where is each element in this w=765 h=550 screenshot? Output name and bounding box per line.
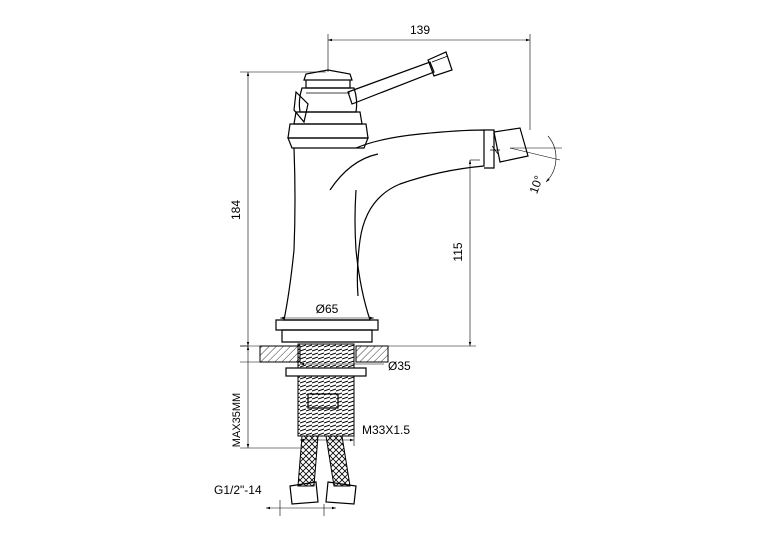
spout-height-label: 115 <box>451 242 465 261</box>
hole-diameter-label: Ø35 <box>388 359 411 373</box>
dimension-lines <box>240 34 562 516</box>
angle-label: 10° <box>527 174 546 196</box>
spout <box>329 127 529 297</box>
height-label: 184 <box>229 200 243 220</box>
supply-hoses <box>289 435 357 505</box>
width-label: 139 <box>410 23 430 37</box>
handle-lever <box>293 51 453 124</box>
base-diameter-label: Ø65 <box>316 302 339 316</box>
max-thickness-label: MAX35MM <box>231 393 243 447</box>
thread-label: M33X1.5 <box>362 423 410 437</box>
hose-thread-label: G1/2"-14 <box>214 483 262 497</box>
